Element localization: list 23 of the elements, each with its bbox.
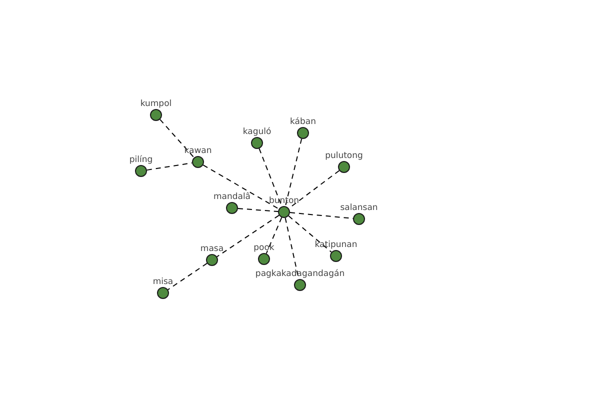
node-label: pagkakadagandagán bbox=[255, 270, 345, 278]
node-label: pilíng bbox=[129, 156, 153, 164]
node-label: misa bbox=[152, 278, 174, 286]
dashed-connector bbox=[202, 164, 280, 210]
dashed-connector bbox=[266, 217, 282, 254]
node-label: pulutong bbox=[325, 152, 363, 160]
dashed-connector bbox=[160, 118, 194, 158]
node-label: masa bbox=[200, 244, 224, 253]
dashed-connector bbox=[288, 215, 332, 253]
dashed-connector bbox=[284, 138, 302, 207]
dashed-connector bbox=[216, 214, 280, 258]
node-label: salansan bbox=[340, 204, 378, 212]
node-label: kaguló bbox=[242, 128, 272, 136]
dashed-connector bbox=[167, 262, 208, 290]
dashed-connector bbox=[146, 162, 193, 171]
node-label: pook bbox=[254, 244, 274, 252]
node-label: kában bbox=[290, 118, 316, 126]
node-label: kumpol bbox=[140, 100, 172, 108]
dashed-connector bbox=[237, 208, 279, 212]
node-label: katipunan bbox=[314, 240, 358, 249]
node-label: bunton bbox=[268, 196, 300, 205]
node-label: mandalâ bbox=[213, 192, 251, 201]
node-label: kawan bbox=[184, 146, 212, 155]
